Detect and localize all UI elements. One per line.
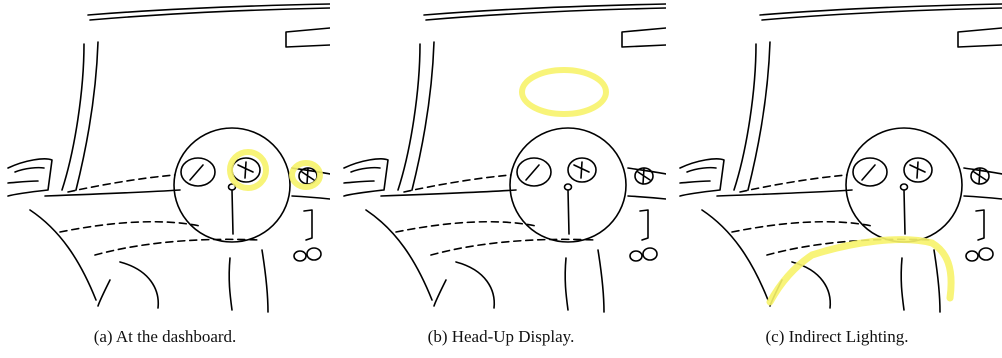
caption-b: (b) Head-Up Display. <box>336 327 666 347</box>
caption-c: (c) Indirect Lighting. <box>672 327 1002 347</box>
sketch-dashboard <box>0 0 330 320</box>
highlight-indirect-lighting <box>770 240 951 302</box>
caption-a: (a) At the dashboard. <box>0 327 330 347</box>
sketch-hud <box>336 0 666 320</box>
panel-a: (a) At the dashboard. <box>0 0 330 358</box>
panel-c: (c) Indirect Lighting. <box>672 0 1002 358</box>
panel-b: (b) Head-Up Display. <box>336 0 666 358</box>
sketch-indirect-lighting <box>672 0 1002 320</box>
highlight-hud <box>522 70 606 114</box>
